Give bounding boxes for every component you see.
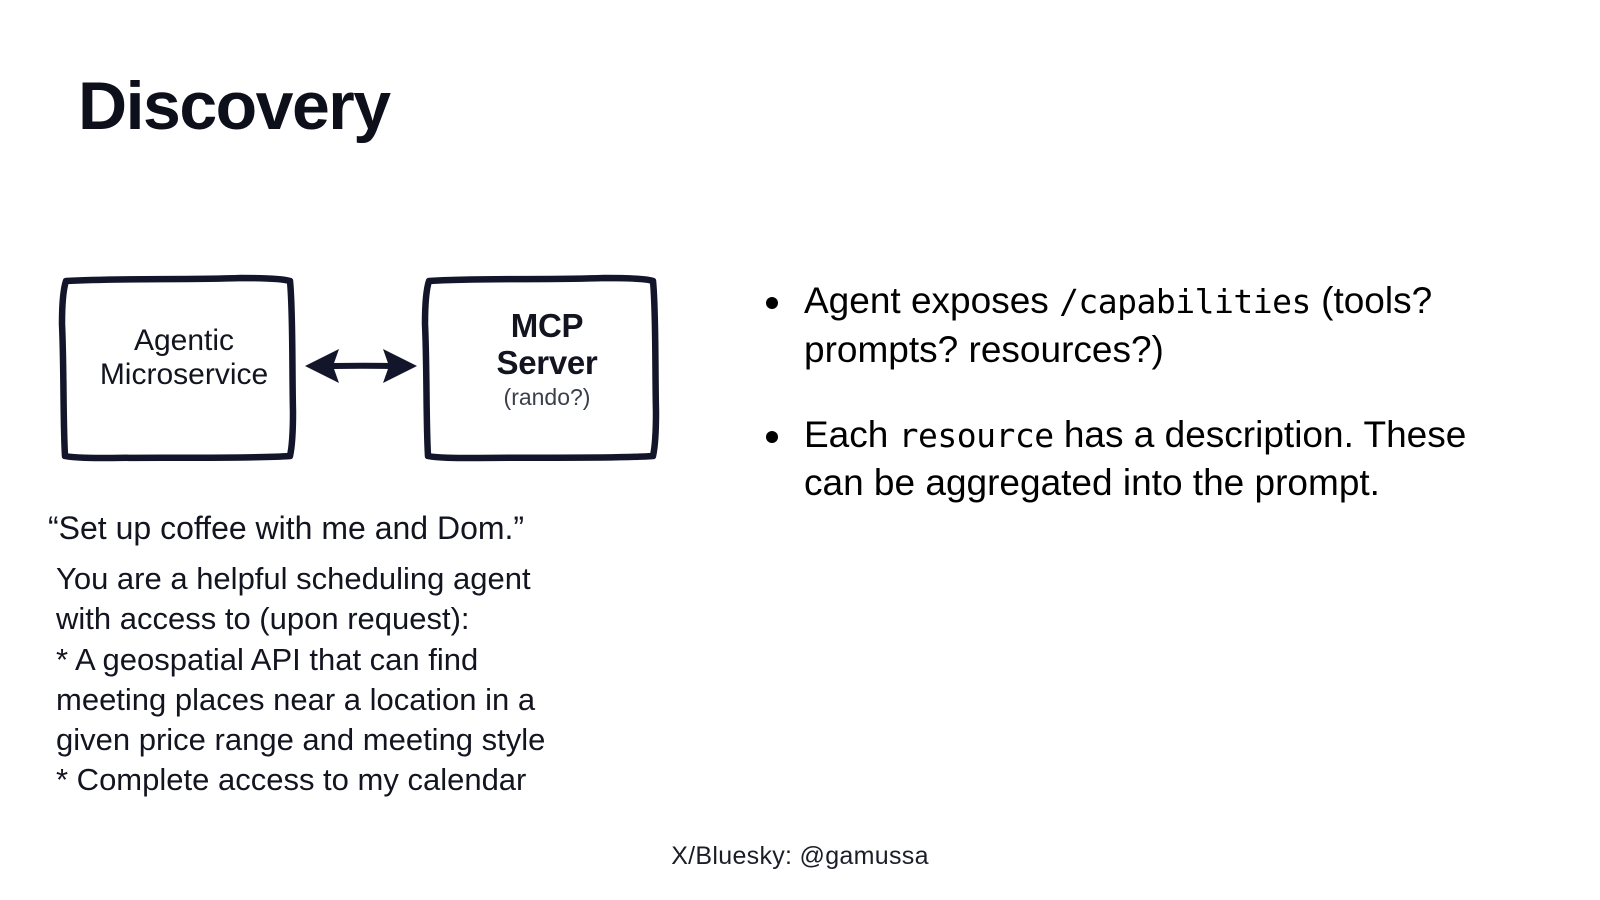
bullet-dot-icon bbox=[766, 430, 778, 443]
resource-keyword-code: resource bbox=[898, 415, 1054, 455]
bullet-text-post: (tools? prompts? resources?) bbox=[804, 280, 1433, 370]
bullet-text-pre: Each bbox=[804, 413, 899, 455]
architecture-diagram: Agentic Microservice MCP Server (rando?) bbox=[56, 272, 666, 467]
agentic-microservice-box-outline bbox=[58, 274, 297, 462]
capabilities-endpoint-code: /capabilities bbox=[1059, 282, 1311, 321]
bullet-dot-icon bbox=[766, 297, 778, 309]
page-title: Discovery bbox=[78, 68, 391, 144]
bullet-item-capabilities: Agent exposes /capabilities (tools? prom… bbox=[758, 277, 1478, 375]
bullet-list: Agent exposes /capabilities (tools? prom… bbox=[758, 277, 1478, 544]
bidirectional-arrow-icon bbox=[305, 349, 417, 383]
user-request-quote: “Set up coffee with me and Dom.” bbox=[48, 510, 525, 546]
diagram-canvas bbox=[58, 274, 660, 462]
bullet-item-resource: Each resource has a description. These c… bbox=[758, 411, 1478, 509]
social-handle-footer: X/Bluesky: @gamussa bbox=[671, 842, 929, 870]
mcp-server-box-outline bbox=[421, 274, 660, 462]
bullet-text-post: has a description. These can be aggregat… bbox=[804, 413, 1467, 504]
bullet-text-pre: Agent exposes bbox=[804, 280, 1060, 321]
system-prompt-text: You are a helpful scheduling agent with … bbox=[56, 561, 546, 798]
